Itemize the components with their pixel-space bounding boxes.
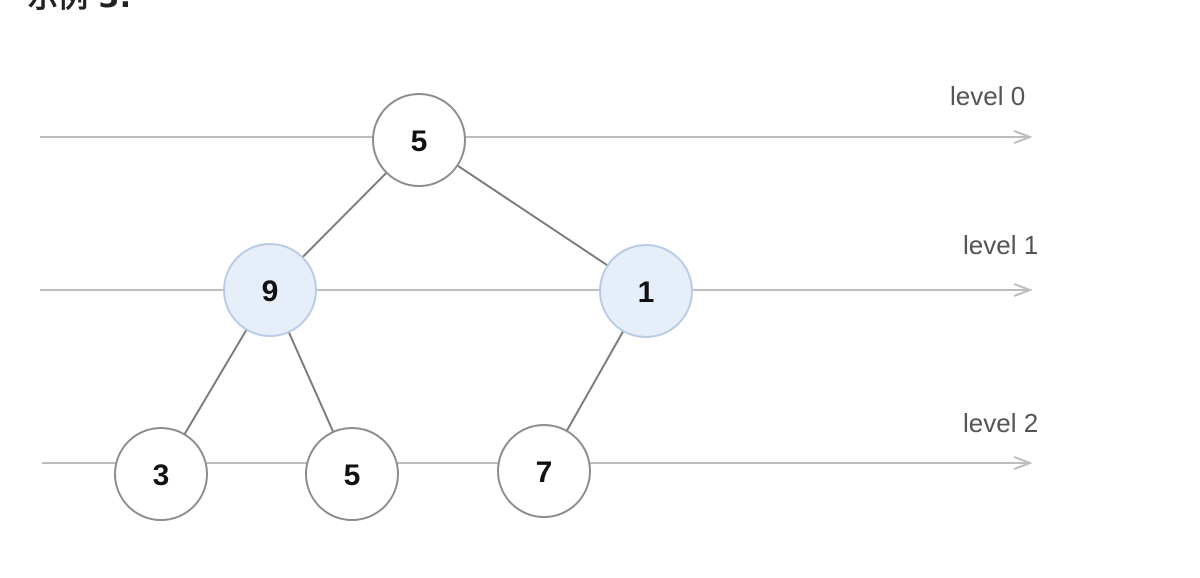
tree-edges — [183, 164, 625, 435]
node-value: 5 — [411, 125, 428, 158]
highlighted-node-circle — [223, 243, 317, 337]
node-value: 5 — [344, 459, 361, 492]
level-1-arrowhead — [1013, 283, 1033, 297]
highlighted-node-circle — [599, 244, 693, 338]
node-circle — [305, 427, 399, 521]
tree-node: 5 — [305, 427, 399, 521]
tree-edge — [301, 171, 388, 259]
level-2-label: level 2 — [963, 408, 1038, 438]
node-circle — [497, 424, 591, 518]
level-2-arrowhead — [1013, 456, 1033, 470]
level-1-label: level 1 — [963, 230, 1038, 260]
node-value: 9 — [262, 275, 279, 308]
level-labels: level 0 level 1 level 2 — [950, 81, 1038, 438]
level-0-label: level 0 — [950, 81, 1025, 111]
node-circle — [372, 93, 466, 187]
level-0-arrowhead — [1013, 130, 1033, 144]
tree-node: 7 — [497, 424, 591, 518]
tree-edge — [183, 329, 248, 435]
tree-edge — [456, 164, 609, 267]
example-heading: 示例 3: — [28, 0, 131, 18]
level-lines — [40, 130, 1033, 470]
tree-node: 5 — [372, 93, 466, 187]
tree-node: 1 — [599, 244, 693, 338]
node-value: 7 — [536, 456, 553, 489]
node-circle — [114, 427, 208, 521]
tree-node: 3 — [114, 427, 208, 521]
tree-edge — [565, 330, 625, 432]
tree-node: 9 — [223, 243, 317, 337]
tree-edge — [287, 331, 335, 433]
node-value: 1 — [638, 276, 655, 309]
node-value: 3 — [153, 459, 170, 492]
